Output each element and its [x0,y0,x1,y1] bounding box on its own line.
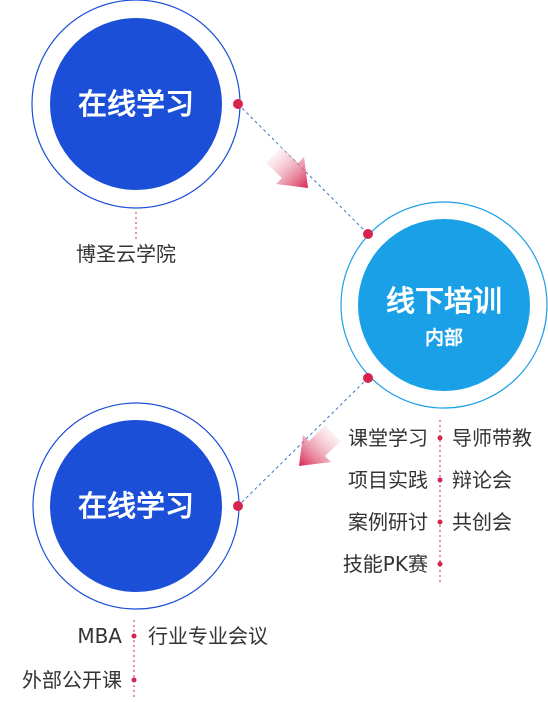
top-node-title: 在线学习 [77,87,194,121]
middle-item-right: 辩论会 [452,468,512,492]
bottom-item-left: 外部公开课 [22,668,122,692]
connector-dot [363,229,373,239]
middle-item-left: 课堂学习 [348,426,428,450]
top-node-circle [50,18,222,190]
middle-item-right: 导师带教 [452,426,532,450]
bottom-item-left: MBA [77,624,122,648]
middle-node-ring [340,201,548,409]
bottom-node-circle [50,420,222,592]
middle-node-circle [358,219,530,391]
middle-node [340,201,548,409]
middle-item-left: 项目实践 [348,468,428,492]
divider-dot [437,435,443,441]
middle-node-subtitle: 内部 [424,327,463,349]
arrow-down-right-icon [266,147,308,188]
connector-dot [233,99,243,109]
middle-item-left: 案例研讨 [348,510,428,534]
divider-dot [131,633,137,639]
divider-dot [437,477,443,483]
divider-dot [131,677,137,683]
connector-dot [233,501,243,511]
middle-item-right: 共创会 [452,510,512,534]
connector-dot [363,373,373,383]
top-node-label: 博圣云学院 [76,242,176,266]
bottom-item-right: 行业专业会议 [148,624,268,648]
middle-item-left: 技能PK赛 [342,552,428,576]
middle-node-title: 线下培训 [385,284,502,318]
divider-dot [437,519,443,525]
bottom-node-title: 在线学习 [77,489,194,523]
arrow-down-left-icon [299,425,341,466]
divider-dot [437,561,443,567]
